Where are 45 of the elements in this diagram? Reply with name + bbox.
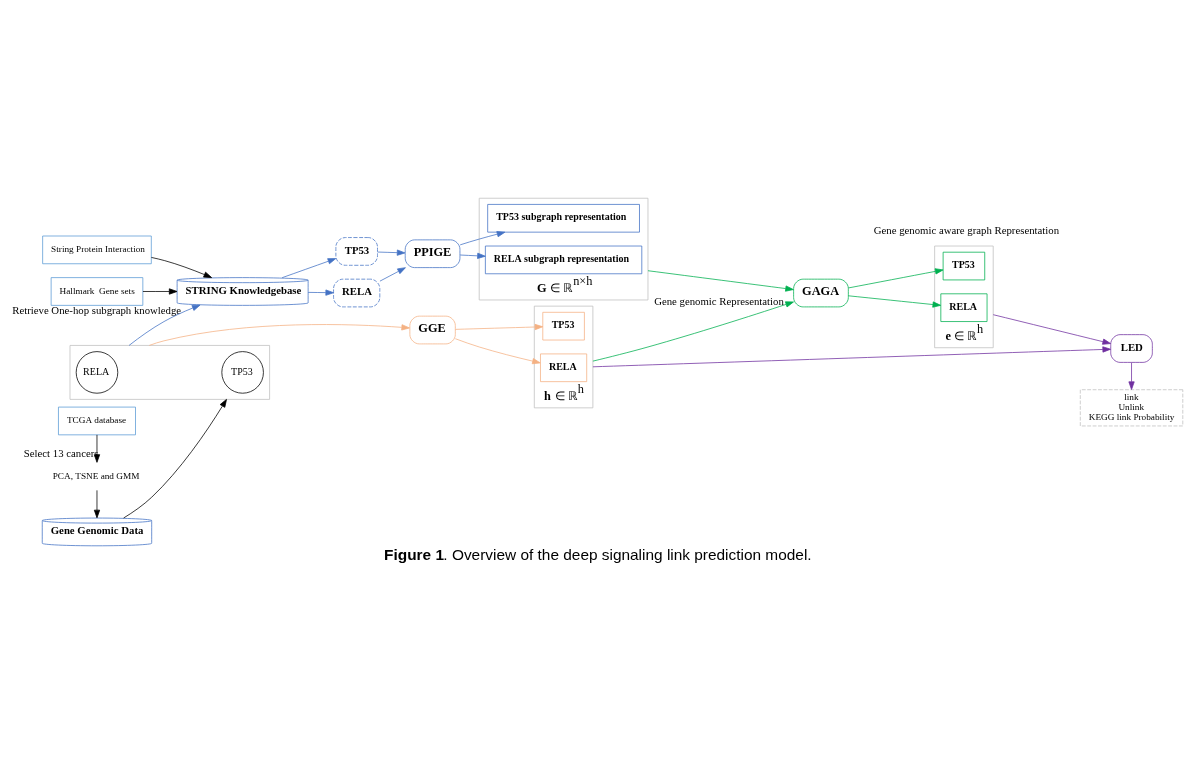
node-box: TP53 subgraph representation	[487, 203, 640, 233]
arrow	[377, 249, 406, 256]
arrow	[151, 256, 213, 278]
arrow	[459, 252, 486, 259]
arrow	[459, 230, 506, 245]
arrow	[1128, 361, 1135, 390]
node-box: PPIGE	[404, 238, 461, 268]
node-box: TP53	[542, 311, 585, 340]
node-box: TP53	[942, 251, 986, 280]
arrow	[379, 266, 406, 282]
node-box: RELA	[333, 278, 381, 307]
cluster	[69, 344, 270, 400]
node-circle: RELA	[75, 350, 119, 394]
arrow	[307, 289, 334, 296]
edge-label: Gene genomic Representation	[654, 294, 784, 307]
arrow	[128, 304, 201, 346]
node-box: Hallmark Gene sets	[50, 276, 144, 306]
node-box: TP53	[335, 236, 378, 266]
arrow	[455, 323, 544, 330]
node-text: PCA, TSNE and GMM	[52, 470, 140, 481]
arrow	[847, 267, 944, 288]
caption: Figure 1. Overview of the deep signaling link prediction model.	[384, 545, 812, 563]
node-box: TCGA database	[58, 406, 136, 435]
arrow	[142, 287, 178, 295]
arrow	[148, 323, 410, 346]
node-box: GAGA	[793, 278, 849, 307]
arrow	[592, 300, 794, 361]
arrow	[847, 294, 942, 308]
node-box: RELA	[540, 353, 588, 382]
node-box: RELA	[940, 292, 988, 322]
node-label: Retrieve One-hop subgraph knowledge	[12, 303, 182, 316]
node-box: String Protein Interaction	[42, 235, 152, 264]
arrow	[647, 269, 794, 292]
arrow	[454, 337, 541, 364]
node-box: link Unlink KEGG link Probability	[1079, 388, 1184, 426]
node-box: GGE	[409, 315, 456, 344]
arrow	[281, 257, 337, 278]
node-box: LED	[1110, 333, 1153, 363]
node-box: RELA subgraph representation	[485, 245, 643, 274]
arrow	[93, 489, 101, 518]
node-label: Gene genomic aware graph Representation	[873, 223, 1060, 236]
arrow	[123, 398, 227, 518]
arrow	[592, 345, 1111, 367]
node-circle: TP53	[221, 350, 264, 394]
arrow	[992, 313, 1111, 345]
